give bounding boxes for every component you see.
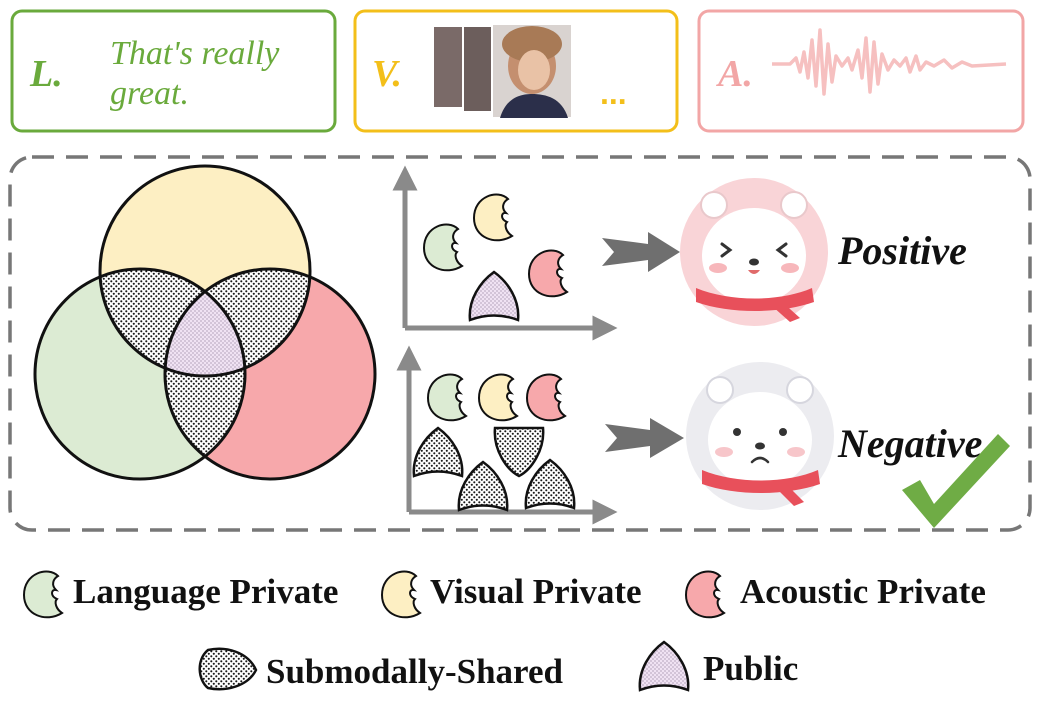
shared-marker [457, 460, 509, 512]
representation-panel [8, 155, 1032, 532]
language-modality-box: L. That's really great. [10, 9, 337, 133]
language-private-marker [427, 373, 467, 422]
legend-language-private-swatch [23, 570, 63, 619]
visual-modality-box: V. ... [353, 9, 679, 133]
legend-language-private-label: Language Private [73, 572, 338, 611]
language-utterance-line1: That's really [110, 35, 280, 72]
shared-marker [412, 426, 464, 478]
legend-visual-private-swatch [381, 570, 421, 619]
legend-visual-private-label: Visual Private [430, 572, 642, 611]
arrow-to-negative [605, 418, 684, 458]
language-utterance-line2: great. [110, 75, 189, 112]
arrow-to-positive [602, 232, 680, 272]
shared-marker [493, 426, 545, 478]
bear-positive-icon [680, 178, 828, 326]
checkmark-icon [902, 434, 1010, 528]
visual-tag: V. [372, 53, 402, 95]
negative-label: Negative [837, 421, 982, 466]
video-frames [432, 23, 573, 119]
language-tag: L. [29, 53, 63, 95]
shared-marker [524, 458, 576, 510]
public-center [165, 269, 245, 376]
visual-private-marker [473, 193, 513, 242]
waveform-icon [772, 28, 1007, 96]
legend-public-swatch [638, 640, 690, 692]
visual-private-marker [478, 373, 518, 422]
upper-scatter-plot [392, 165, 618, 341]
venn-diagram [33, 164, 377, 481]
public-marker [468, 270, 520, 322]
language-private-marker [423, 223, 463, 272]
visual-ellipsis: ... [600, 75, 627, 111]
acoustic-tag: A. [716, 53, 753, 95]
legend-acoustic-private-swatch [685, 570, 725, 619]
acoustic-private-marker [526, 373, 566, 422]
legend-public-label: Public [703, 649, 798, 688]
bear-negative-icon [686, 362, 834, 510]
legend-acoustic-private-label: Acoustic Private [740, 572, 986, 611]
legend-submodally-shared-swatch [198, 647, 258, 691]
positive-label: Positive [837, 228, 967, 273]
legend-submodally-shared-label: Submodally-Shared [266, 652, 563, 691]
lower-scatter-plot [396, 345, 618, 525]
acoustic-private-marker [528, 249, 568, 298]
acoustic-modality-box: A. [697, 9, 1025, 133]
legend: Language Private Visual Private Acoustic… [23, 570, 986, 692]
